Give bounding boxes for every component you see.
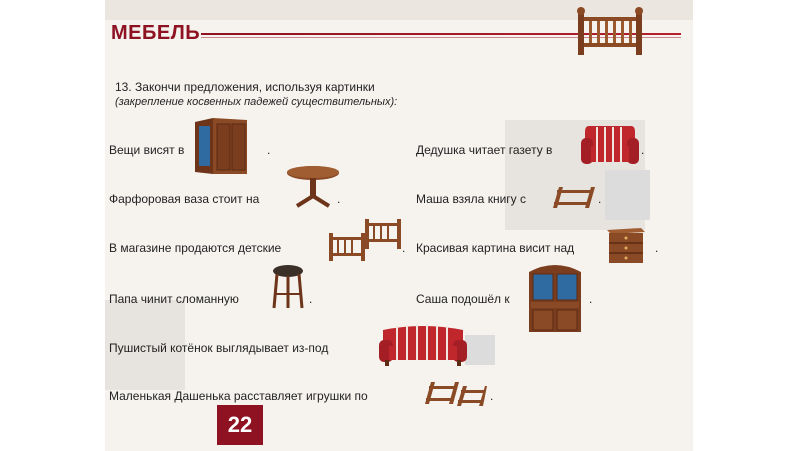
- sentence-1: Вещи висят в: [109, 143, 185, 157]
- sentence-6: Маленькая Дашенька расставляет игрушки п…: [109, 389, 368, 403]
- shelves-icon: [425, 382, 487, 406]
- sentence-7-end: .: [641, 143, 645, 157]
- task-heading: 13. Закончи предложения, используя карти…: [115, 80, 375, 94]
- background-faded-image: [605, 170, 650, 220]
- sentence-1-end: .: [267, 143, 271, 157]
- task-subheading: (закрепление косвенных падежей существит…: [115, 96, 398, 108]
- sentence-10-end: .: [589, 292, 593, 306]
- sentence-9: Красивая картина висит над: [416, 241, 575, 255]
- wardrobe-icon: [195, 118, 247, 174]
- sentence-2-end: .: [337, 192, 341, 206]
- background-faded-image: [465, 335, 495, 365]
- title-underline: [201, 33, 681, 35]
- crib-icon: [577, 7, 643, 55]
- sentence-3: В магазине продаются детские: [109, 241, 282, 255]
- chest-of-drawers-icon: [607, 228, 645, 263]
- baby-cots-icon: [329, 219, 401, 261]
- sentence-10: Саша подошёл к: [416, 292, 510, 306]
- sentence-8-end: .: [598, 192, 602, 206]
- sofa-icon: [379, 324, 467, 366]
- sentence-5: Пушистый котёнок выглядывает из-под: [109, 341, 329, 355]
- sentence-2: Фарфоровая ваза стоит на: [109, 192, 260, 206]
- round-table-icon: [287, 166, 339, 208]
- background-faded-image: [105, 300, 185, 390]
- sentence-3-end: .: [402, 241, 406, 255]
- header-strip: [105, 0, 693, 20]
- sentence-8: Маша взяла книгу с: [416, 192, 526, 206]
- sentence-9-end: .: [655, 241, 659, 255]
- cupboard-icon: [529, 265, 581, 332]
- stool-icon: [272, 265, 304, 309]
- sentence-4: Папа чинит сломанную: [109, 292, 239, 306]
- sentence-7: Дедушка читает газету в: [416, 143, 553, 157]
- sentence-4-end: .: [309, 292, 313, 306]
- sentence-6-end: .: [490, 389, 494, 403]
- title-underline: [201, 37, 681, 38]
- workbook-page: МЕБЕЛЬ 13. Закончи предложения, использу…: [105, 0, 693, 451]
- armchair-icon: [581, 126, 639, 164]
- bookshelf-icon: [553, 187, 595, 208]
- page-title: МЕБЕЛЬ: [111, 22, 201, 44]
- page-number: 22: [217, 405, 263, 445]
